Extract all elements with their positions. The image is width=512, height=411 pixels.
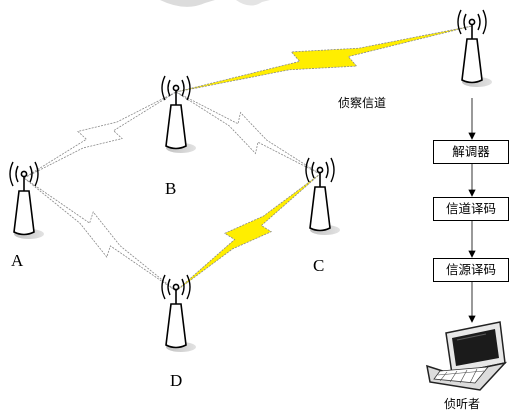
top-decoration: [236, 0, 270, 6]
laptop-icon: [426, 321, 508, 391]
link-0-normal: [23, 91, 177, 179]
station-d-label: D: [170, 371, 182, 390]
antenna-station-a: [9, 161, 44, 239]
links-layer: [23, 25, 473, 292]
source-decoder-block: 信源译码: [433, 258, 509, 282]
signal-chain-arrows: [468, 98, 476, 323]
link-1-normal: [175, 91, 321, 175]
link-2-normal: [23, 177, 177, 292]
recon-channel-label: 侦察信道: [338, 96, 386, 110]
listener-label: 侦听者: [444, 397, 480, 411]
stations-layer: [9, 9, 492, 352]
station-c-label: C: [313, 256, 324, 275]
antenna-station-r: [457, 9, 492, 87]
channel-decoder-block: 信道译码: [433, 197, 509, 221]
antenna-station-d: [161, 274, 196, 352]
top-decoration: [160, 0, 215, 7]
link-3-intercepted: [175, 173, 321, 292]
station-b-label: B: [165, 179, 176, 198]
antenna-station-c: [305, 157, 340, 235]
antenna-station-b: [161, 75, 196, 153]
station-a-label: A: [11, 251, 24, 270]
demodulator-block: 解调器: [433, 140, 509, 164]
link-4-intercepted: [175, 25, 473, 93]
